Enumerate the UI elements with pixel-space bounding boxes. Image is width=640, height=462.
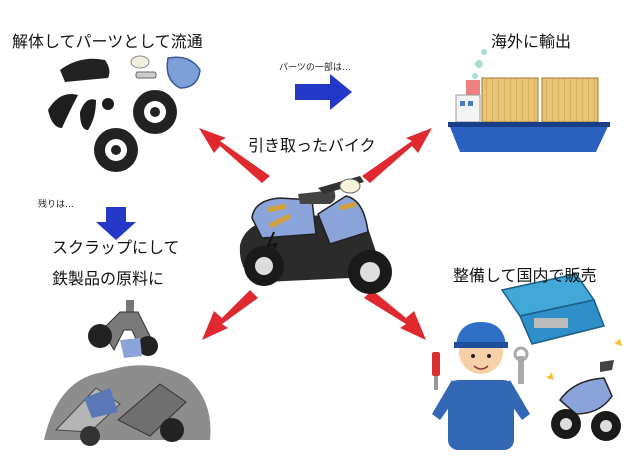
- wrench-icon: [513, 346, 529, 384]
- scrap-label-line1: スクラップにして: [52, 238, 180, 257]
- cargo-ship-illustration: [448, 49, 610, 152]
- wheel-icon: [348, 250, 392, 294]
- arrow-parts-to-scrap: [96, 207, 136, 240]
- wheel-icon: [244, 246, 284, 286]
- wheel-icon: [551, 409, 581, 439]
- center-label: 引き取ったバイク: [248, 136, 376, 155]
- parts-label: 解体してパーツとして流通: [12, 32, 203, 51]
- parts-note: パーツの一部は…: [279, 63, 351, 73]
- scrap-note: 残りは…: [38, 200, 75, 210]
- wheel-icon: [133, 90, 177, 134]
- dismantled-parts-illustration: [48, 55, 201, 172]
- arrow-to-parts: [199, 128, 270, 183]
- arrow-to-resale: [364, 290, 426, 340]
- screwdriver-icon: [432, 352, 440, 390]
- wheel-icon: [591, 411, 621, 441]
- scooter-illustration: [239, 176, 392, 294]
- mechanic-illustration: [432, 273, 622, 450]
- wheel-icon: [94, 128, 138, 172]
- arrow-to-scrap: [202, 290, 258, 340]
- scrap-heap-illustration: [44, 300, 211, 446]
- resale-label: 整備して国内で販売: [453, 266, 597, 285]
- export-label: 海外に輸出: [491, 32, 572, 51]
- arrow-parts-to-export: [295, 74, 352, 110]
- arrow-to-export: [362, 128, 432, 183]
- scrap-label-line2: 鉄製品の原料に: [52, 269, 165, 288]
